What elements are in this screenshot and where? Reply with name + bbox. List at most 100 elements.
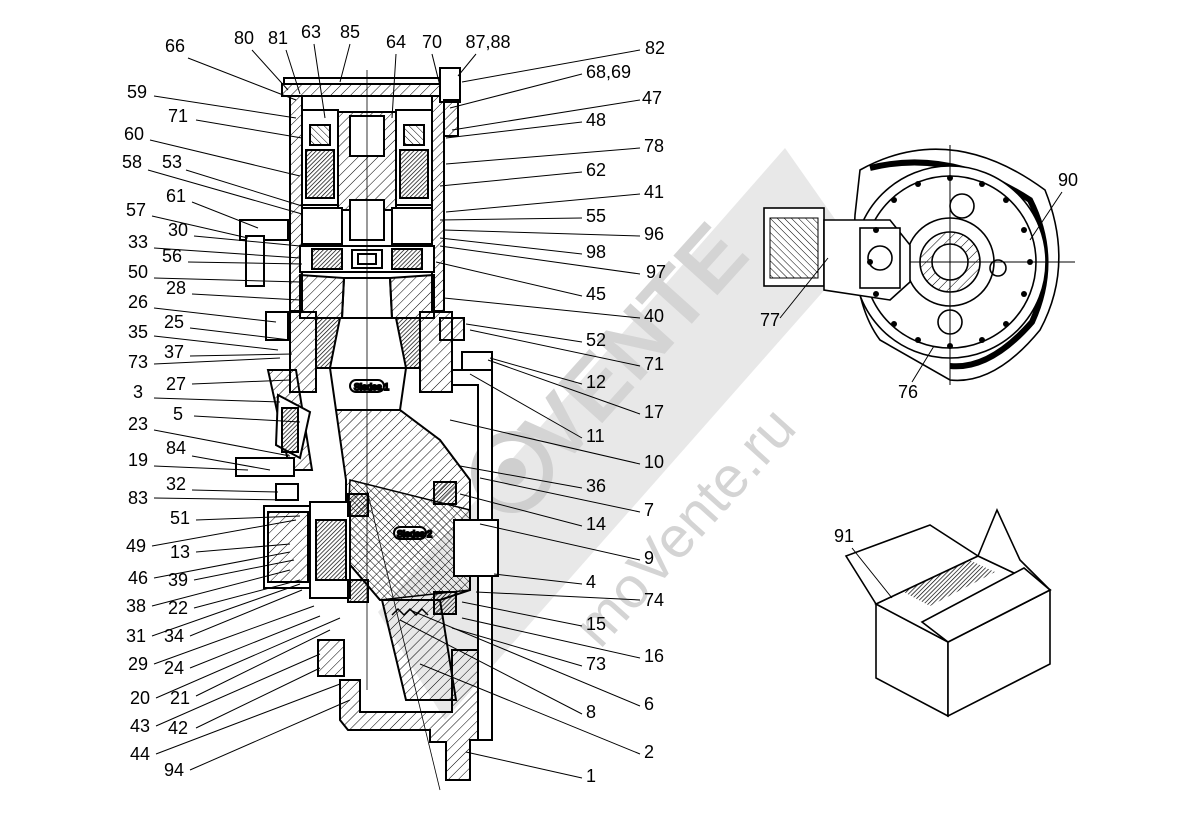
callout-label: 66 (165, 36, 185, 56)
callout-leader (195, 629, 331, 697)
callout-leader (489, 357, 583, 385)
callout-leader (189, 699, 351, 771)
callout-label: 59 (127, 82, 147, 102)
callout-label: 7 (644, 500, 654, 520)
callout-leader (461, 49, 641, 83)
callout-label: 17 (644, 402, 664, 422)
callout-leader (155, 617, 341, 699)
callout-leader (193, 579, 301, 609)
callout-label: 73 (128, 352, 148, 372)
callout-label: 96 (644, 224, 664, 244)
callout-label: 2 (644, 742, 654, 762)
callout-label: 28 (166, 278, 186, 298)
callout-leader (151, 519, 297, 547)
callout-label: 45 (586, 284, 606, 304)
callout-label: 11 (586, 426, 605, 446)
callout-leader (153, 307, 277, 323)
callout-leader (153, 277, 301, 283)
callout-label: 90 (1058, 170, 1078, 190)
callout-label: 48 (586, 110, 606, 130)
callout-leader (187, 261, 303, 265)
callout-leader (153, 429, 291, 457)
callout-label: 70 (422, 32, 442, 52)
callout-label: 41 (644, 182, 664, 202)
shaft-tag-1: Sledes 1 (354, 382, 389, 392)
callout-leader (155, 683, 341, 755)
callout-label: 38 (126, 596, 146, 616)
callout-label: 51 (170, 508, 190, 528)
callout-label: 50 (128, 262, 148, 282)
callout-leader (439, 217, 583, 221)
callout-leader (191, 489, 279, 493)
callout-leader (493, 573, 583, 585)
callout-leader (461, 617, 641, 659)
callout-leader (151, 569, 291, 607)
callout-label: 30 (168, 220, 188, 240)
callout-label: 71 (644, 354, 664, 374)
callout-leader (313, 43, 326, 119)
callout-leader (153, 335, 279, 351)
callout-label: 81 (268, 28, 288, 48)
callout-label: 32 (166, 474, 186, 494)
callout-label: 76 (898, 382, 918, 402)
callout-leader (147, 169, 303, 215)
callout-leader (153, 397, 281, 403)
callout-leader (153, 357, 281, 365)
callout-leader (431, 53, 441, 87)
callout-label: 4 (586, 572, 596, 592)
callout-leader (189, 353, 293, 357)
callout-label: 25 (164, 312, 184, 332)
callout-leader (469, 373, 583, 439)
callout-label: 14 (586, 514, 606, 534)
callout-label: 78 (644, 136, 664, 156)
callout-label: 23 (128, 414, 148, 434)
callout-label: 33 (128, 232, 148, 252)
callout-label: 19 (128, 450, 148, 470)
bolt-circle (867, 175, 1033, 349)
callout-leader (445, 193, 641, 213)
callout-leader (419, 663, 641, 755)
callout-leader (1029, 191, 1063, 241)
callout-leader (449, 419, 641, 465)
callout-label: 40 (644, 306, 664, 326)
callout-leader (193, 559, 295, 581)
callout-leader (151, 583, 301, 637)
callout-label: 47 (642, 88, 662, 108)
callout-leader (189, 615, 321, 669)
callout-leader (779, 257, 829, 319)
callout-leader (465, 751, 583, 779)
callout-label: 82 (645, 38, 665, 58)
callout-leader (153, 465, 249, 471)
callout-leader (153, 497, 291, 501)
callout-leader (439, 237, 583, 255)
callout-leader (439, 245, 641, 275)
callout-label: 42 (168, 718, 188, 738)
callout-leader (189, 589, 303, 637)
callout-leader (251, 49, 289, 91)
callout-label: 87,88 (465, 32, 510, 52)
callout-label: 6 (644, 694, 654, 714)
callout-leader (339, 43, 351, 83)
callout-leader (153, 247, 301, 259)
callout-leader (445, 121, 583, 139)
callout-label: 34 (164, 626, 184, 646)
callout-leader (487, 359, 641, 415)
callout-leader (195, 119, 303, 139)
callout-label: 3 (133, 382, 143, 402)
callout-label: 12 (586, 372, 606, 392)
callout-label: 5 (173, 404, 183, 424)
callout-label: 15 (586, 614, 606, 634)
callout-leader (399, 619, 583, 715)
callout-leader (189, 327, 291, 341)
callout-leader (451, 99, 641, 131)
callout-label: 27 (166, 374, 186, 394)
gearbox-cross-section: Sledes 1 Sledes 2 (235, 67, 499, 791)
callout-label: 63 (301, 22, 321, 42)
callout-label: 62 (586, 160, 606, 180)
callout-label: 74 (644, 590, 664, 610)
callout-leader (185, 169, 303, 207)
callout-label: 68,69 (586, 62, 631, 82)
callout-label: 56 (162, 246, 182, 266)
callout-leader (153, 605, 315, 665)
callout-label: 83 (128, 488, 148, 508)
